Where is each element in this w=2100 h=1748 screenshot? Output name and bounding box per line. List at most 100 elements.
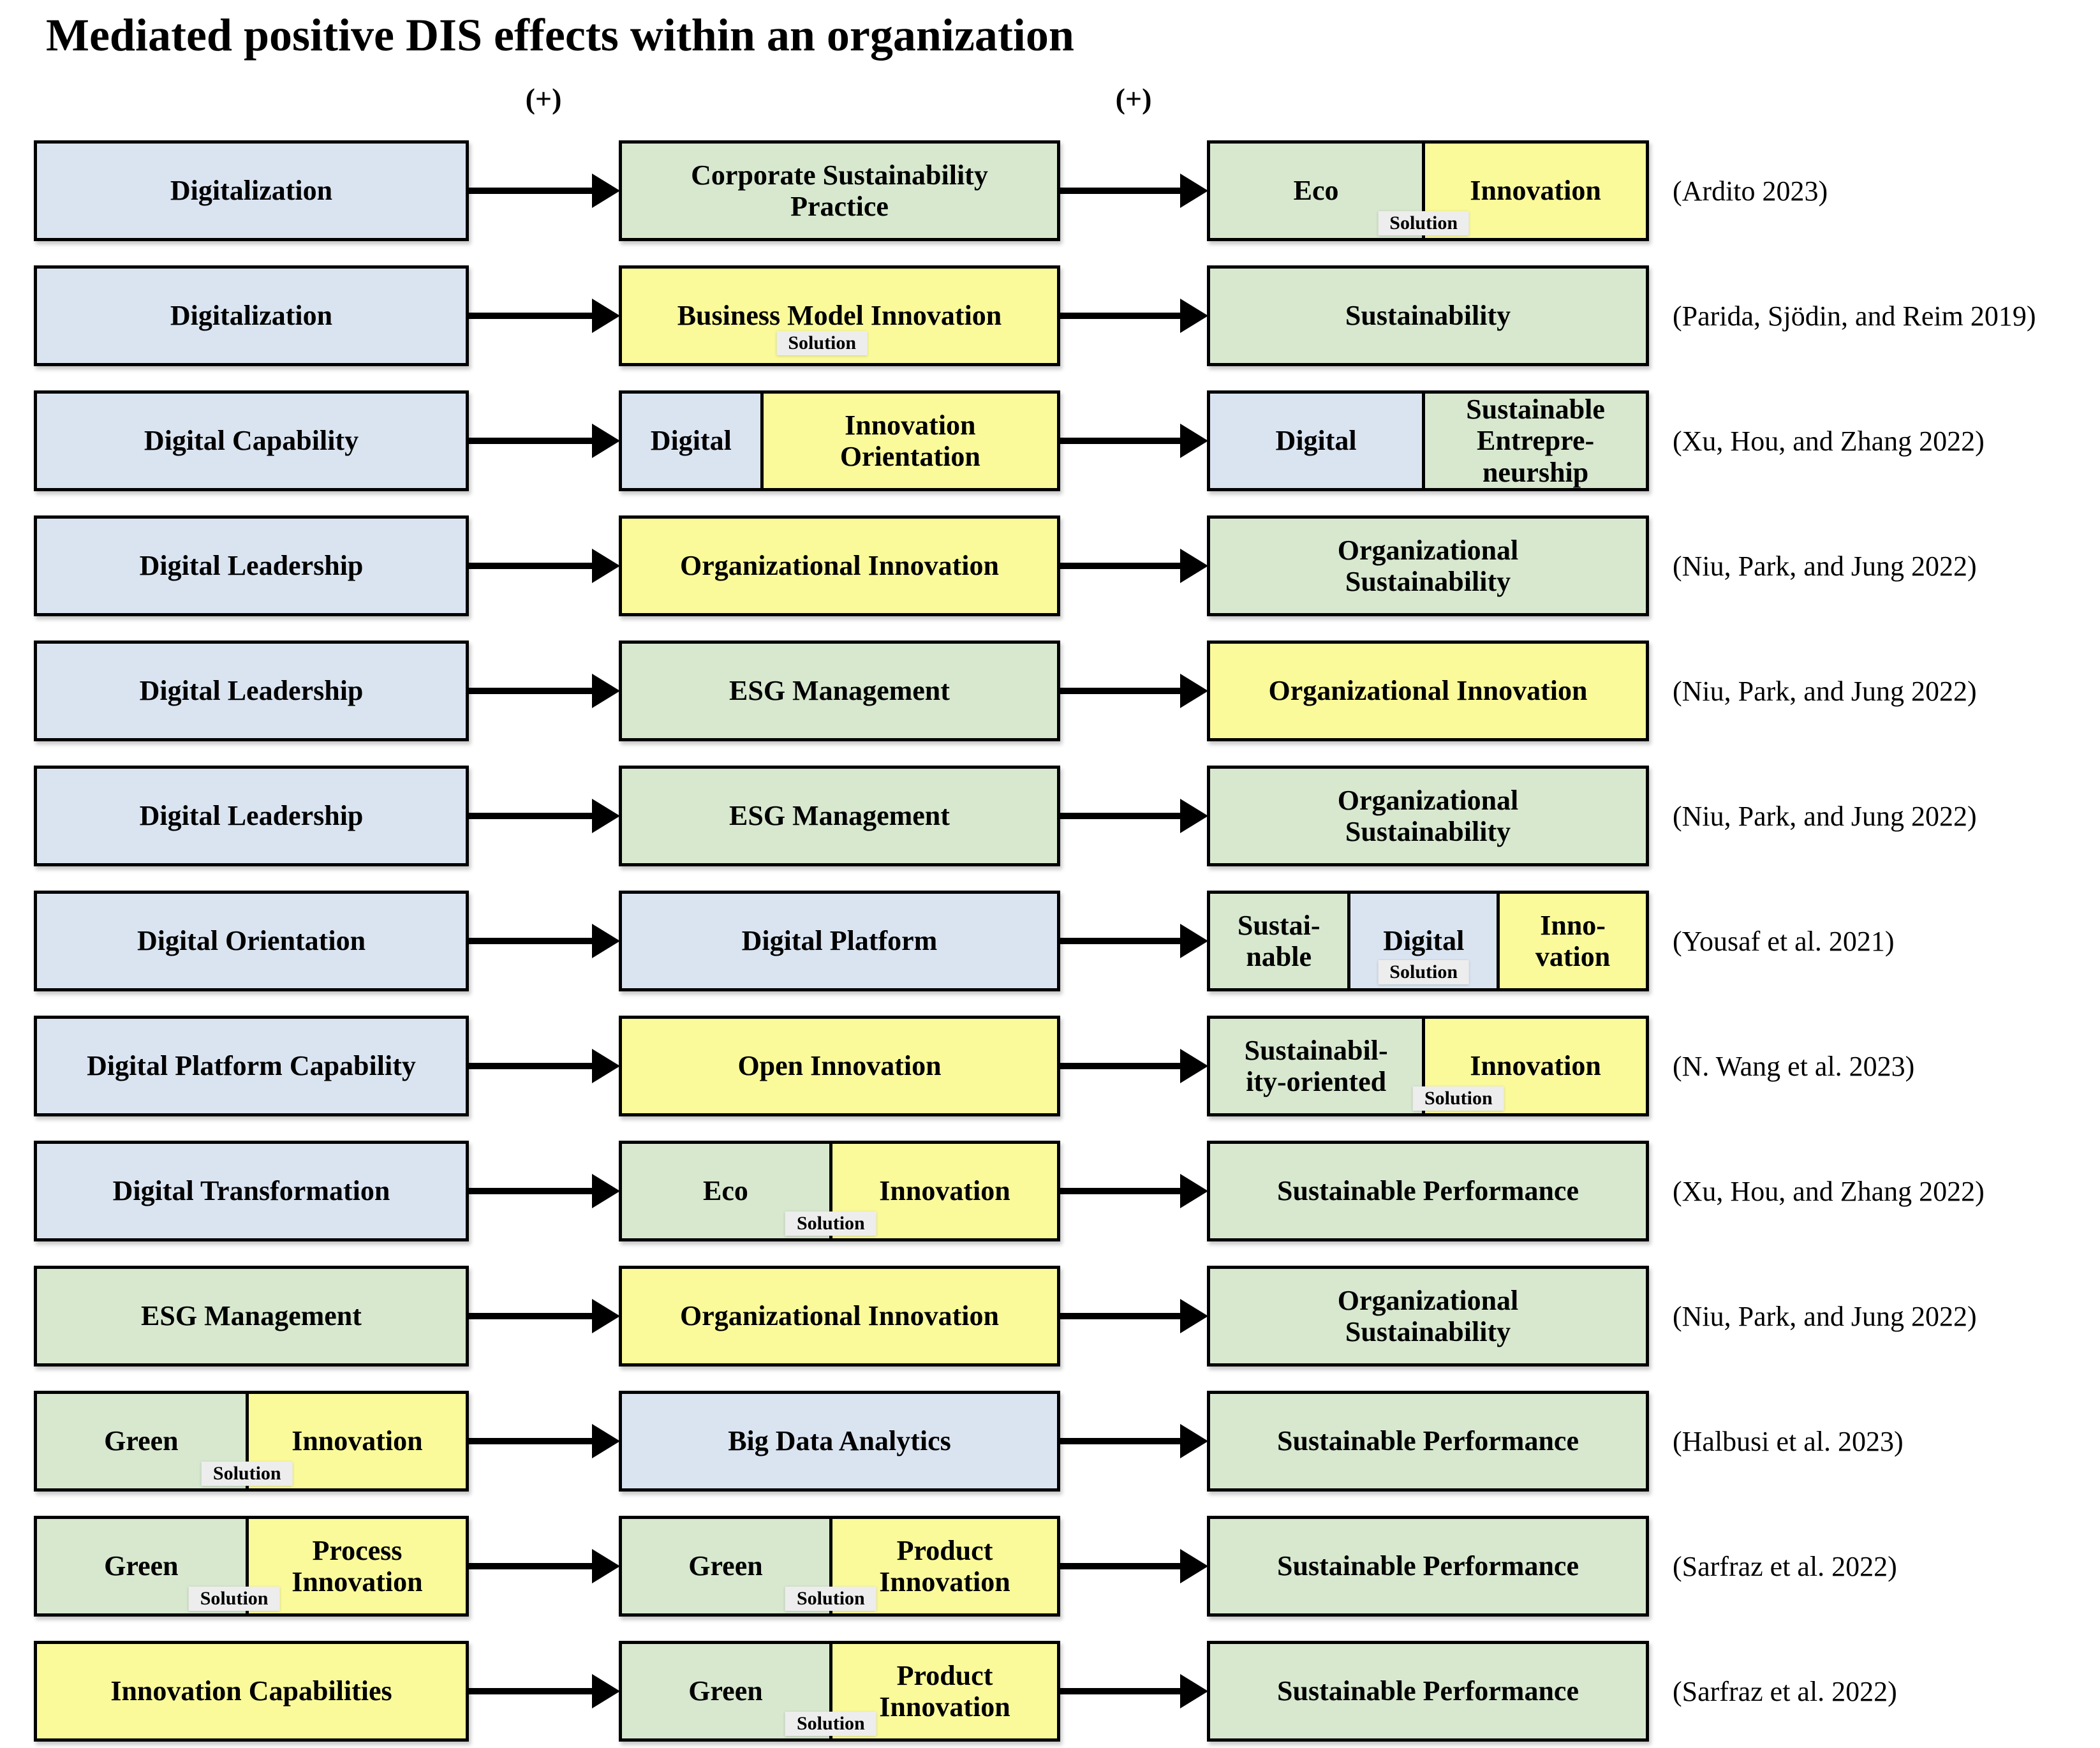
segment-label: Innovation: [879, 1566, 1010, 1597]
arrow-shaft: [1060, 1313, 1184, 1319]
segment-label: vation: [1535, 941, 1611, 972]
arrow-shaft: [469, 1438, 596, 1444]
citation-text: (Niu, Park, and Jung 2022): [1673, 550, 1977, 582]
segment-label: nable: [1246, 941, 1312, 972]
arrowhead-icon: [1180, 1674, 1208, 1708]
solution-chip: Solution: [776, 331, 868, 355]
concept-box: Sustainable Performance: [1207, 1391, 1649, 1492]
segment-label: ESG Management: [141, 1300, 362, 1332]
right-arrow: [1060, 766, 1208, 866]
segment-label: Entrepre-: [1477, 425, 1595, 457]
arrowhead-icon: [1180, 1424, 1208, 1458]
box-segment: Open Innovation: [622, 1019, 1057, 1113]
solution-chip: Solution: [785, 1587, 876, 1611]
right-arrow: [1060, 641, 1208, 741]
segment-label: Digital: [1275, 425, 1357, 457]
box-segment: Sustainable Performance: [1210, 1144, 1646, 1238]
segment-label: Digitalization: [170, 300, 333, 332]
box-segment: ESG Management: [622, 769, 1057, 863]
box-segment: Innovation Capabilities: [37, 1644, 466, 1738]
diagram-row: Digital Platform Capability Open Innovati…: [0, 1016, 2100, 1116]
segment-label: Orientation: [839, 441, 980, 472]
segment-label: neurship: [1482, 456, 1589, 488]
arrow-shaft: [1060, 1563, 1184, 1569]
segment-label: Innovation: [1470, 175, 1601, 207]
segment-label: Digitalization: [170, 175, 333, 207]
arrowhead-icon: [592, 1049, 620, 1083]
segment-label: Big Data Analytics: [728, 1425, 951, 1457]
segment-label: ESG Management: [729, 675, 950, 707]
arrowhead-icon: [1180, 1299, 1208, 1333]
concept-box: Digital Platform Capability: [34, 1016, 469, 1116]
arrowhead-icon: [1180, 1549, 1208, 1583]
arrow-shaft: [469, 688, 596, 694]
arrow-shaft: [469, 1313, 596, 1319]
arrow-shaft: [469, 1188, 596, 1194]
right-arrow: [1060, 1141, 1208, 1241]
arrow-shaft: [1060, 563, 1184, 569]
arrow-shaft: [1060, 1688, 1184, 1694]
segment-label: Organizational Innovation: [680, 550, 999, 582]
solution-chip: Solution: [785, 1211, 876, 1236]
right-arrow: [1060, 515, 1208, 616]
segment-label: Sustainability: [1345, 816, 1511, 847]
right-arrow: [469, 390, 620, 491]
right-arrow: [469, 1266, 620, 1367]
citation-text: (N. Wang et al. 2023): [1673, 1050, 1915, 1082]
segment-label: Product: [896, 1659, 993, 1691]
segment-label: Sustainability: [1345, 1316, 1511, 1347]
citation-text: (Niu, Park, and Jung 2022): [1673, 800, 1977, 832]
right-arrow: [469, 1141, 620, 1241]
arrow-shaft: [1060, 938, 1184, 944]
solution-chip: Solution: [188, 1587, 280, 1611]
box-segment: Big Data Analytics: [622, 1394, 1057, 1488]
segment-label: Innovation: [292, 1566, 423, 1597]
citation-text: (Xu, Hou, and Zhang 2022): [1673, 425, 1985, 457]
solution-chip: Solution: [785, 1712, 876, 1736]
arrow-shaft: [1060, 688, 1184, 694]
segment-label: Digital: [650, 425, 732, 457]
segment-label: Digital Capability: [144, 425, 359, 457]
box-segment: ESG Management: [37, 1269, 466, 1363]
right-arrow: [469, 766, 620, 866]
segment-label: Sustainable Performance: [1277, 1425, 1579, 1457]
concept-box: Digital Capability: [34, 390, 469, 491]
segment-label: Digital Leadership: [139, 800, 364, 832]
arrow-shaft: [469, 1688, 596, 1694]
concept-box: ESG Management: [619, 641, 1060, 741]
citation-text: (Halbusi et al. 2023): [1673, 1425, 1904, 1457]
right-arrow: [1060, 1641, 1208, 1742]
segment-label: Innovation: [845, 409, 976, 441]
citation-text: (Niu, Park, and Jung 2022): [1673, 1300, 1977, 1332]
box-segment: Sustainable Performance: [1210, 1394, 1646, 1488]
concept-box: Sustainable Performance: [1207, 1516, 1649, 1617]
arrowhead-icon: [1180, 174, 1208, 208]
box-segment: Digital Transformation: [37, 1144, 466, 1238]
arrowhead-icon: [592, 549, 620, 583]
arrowhead-icon: [1180, 424, 1208, 458]
right-arrow: [469, 1391, 620, 1492]
segment-label: Open Innovation: [737, 1050, 942, 1082]
segment-label: Business Model Innovation: [677, 300, 1002, 332]
segment-label: Sustai-: [1237, 909, 1320, 941]
right-arrow: [469, 1016, 620, 1116]
segment-label: Sustainable Performance: [1277, 1675, 1579, 1707]
arrowhead-icon: [1180, 924, 1208, 958]
box-segment: Digital: [1210, 394, 1423, 488]
segment-label: Organizational Innovation: [680, 1300, 999, 1332]
